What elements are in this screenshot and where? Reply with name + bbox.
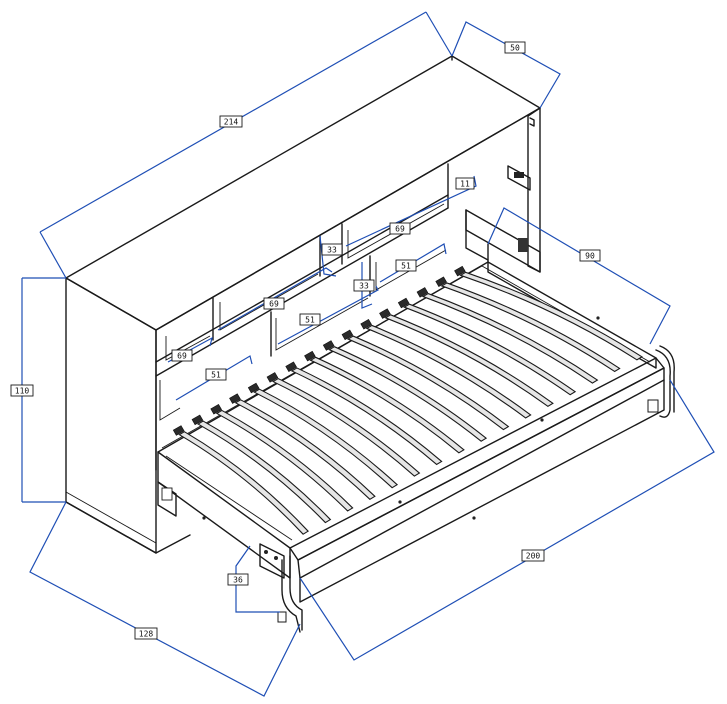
label-shelf-h: 69 — [171, 349, 193, 362]
svg-text:128: 128 — [139, 630, 154, 639]
cabinet-front-frame — [155, 107, 541, 471]
svg-text:11: 11 — [460, 180, 470, 189]
bed-foot-panel — [487, 261, 657, 369]
label-shelf-b: 69 — [389, 222, 411, 235]
label-depth: 50 — [504, 41, 526, 54]
slat-holder — [379, 308, 391, 319]
label-shelf-f: 69 — [263, 297, 285, 310]
label-bed-width: 90 — [579, 249, 601, 262]
label-shelf-d: 51 — [395, 259, 417, 272]
slat-holder — [247, 382, 260, 394]
bed-slat — [290, 367, 443, 466]
slat-holder — [397, 297, 410, 309]
bed-side-rail — [289, 357, 665, 561]
label-bed-length: 200 — [521, 549, 545, 562]
svg-text:69: 69 — [269, 300, 279, 309]
svg-text:69: 69 — [177, 352, 187, 361]
label-shelf-i: 51 — [205, 368, 227, 381]
bed-slat — [459, 271, 643, 361]
bed-slat — [384, 314, 554, 407]
slat-group — [172, 265, 643, 535]
cabinet-top — [65, 55, 541, 331]
bed-slat — [215, 409, 354, 512]
svg-text:69: 69 — [395, 225, 405, 234]
slat-holder — [210, 403, 222, 415]
bed-slat — [440, 282, 621, 373]
slat-holder — [435, 276, 447, 287]
bed-slat — [234, 399, 376, 501]
label-shelf-g: 51 — [299, 313, 321, 326]
svg-text:33: 33 — [327, 246, 337, 255]
front-leg-right — [647, 345, 675, 418]
slat-holder — [360, 318, 372, 330]
slat-holder — [229, 393, 241, 404]
svg-text:50: 50 — [510, 44, 520, 53]
bed-slat — [197, 420, 332, 524]
label-open-depth: 128 — [134, 627, 158, 640]
label-shelf-c: 33 — [321, 243, 343, 256]
label-height: 110 — [10, 384, 34, 397]
svg-text:51: 51 — [211, 371, 221, 380]
slat-holder — [341, 329, 354, 341]
cabinet-left-side — [65, 277, 157, 554]
slat-holder — [304, 350, 316, 362]
cabinet — [65, 55, 541, 554]
svg-text:36: 36 — [233, 576, 243, 585]
bed-slat — [365, 324, 532, 419]
bed-slat — [271, 377, 421, 477]
dimension-labels: 214 50 11 69 33 51 33 69 — [10, 41, 601, 640]
bed-slat — [421, 292, 599, 384]
slat-holder — [172, 425, 185, 436]
slat-holder — [285, 361, 297, 372]
front-leg-left — [277, 555, 303, 633]
label-shelf-a: 11 — [455, 177, 475, 190]
hinge-plate-icon — [259, 543, 285, 579]
slat-holder — [322, 340, 335, 351]
dimension-lines — [21, 11, 715, 697]
bed-slat — [328, 346, 488, 442]
svg-text:214: 214 — [224, 118, 239, 127]
bed-slat — [403, 303, 577, 396]
svg-text:90: 90 — [585, 252, 595, 261]
slat-holder — [191, 414, 204, 426]
bed-slat — [253, 388, 399, 489]
bed-slat — [309, 356, 465, 454]
label-width: 214 — [219, 115, 243, 128]
side-bracket-icon — [507, 165, 531, 191]
svg-text:200: 200 — [526, 552, 541, 561]
slat-holder — [266, 372, 279, 383]
svg-text:110: 110 — [15, 387, 30, 396]
svg-text:51: 51 — [401, 262, 411, 271]
slat-holder — [416, 287, 429, 298]
bed-slat — [346, 335, 510, 431]
label-leg: 36 — [227, 573, 249, 586]
label-shelf-e: 33 — [353, 279, 375, 292]
slat-holder — [454, 265, 466, 277]
svg-text:51: 51 — [305, 316, 315, 325]
bed-slat — [178, 431, 309, 535]
svg-text:33: 33 — [359, 282, 369, 291]
